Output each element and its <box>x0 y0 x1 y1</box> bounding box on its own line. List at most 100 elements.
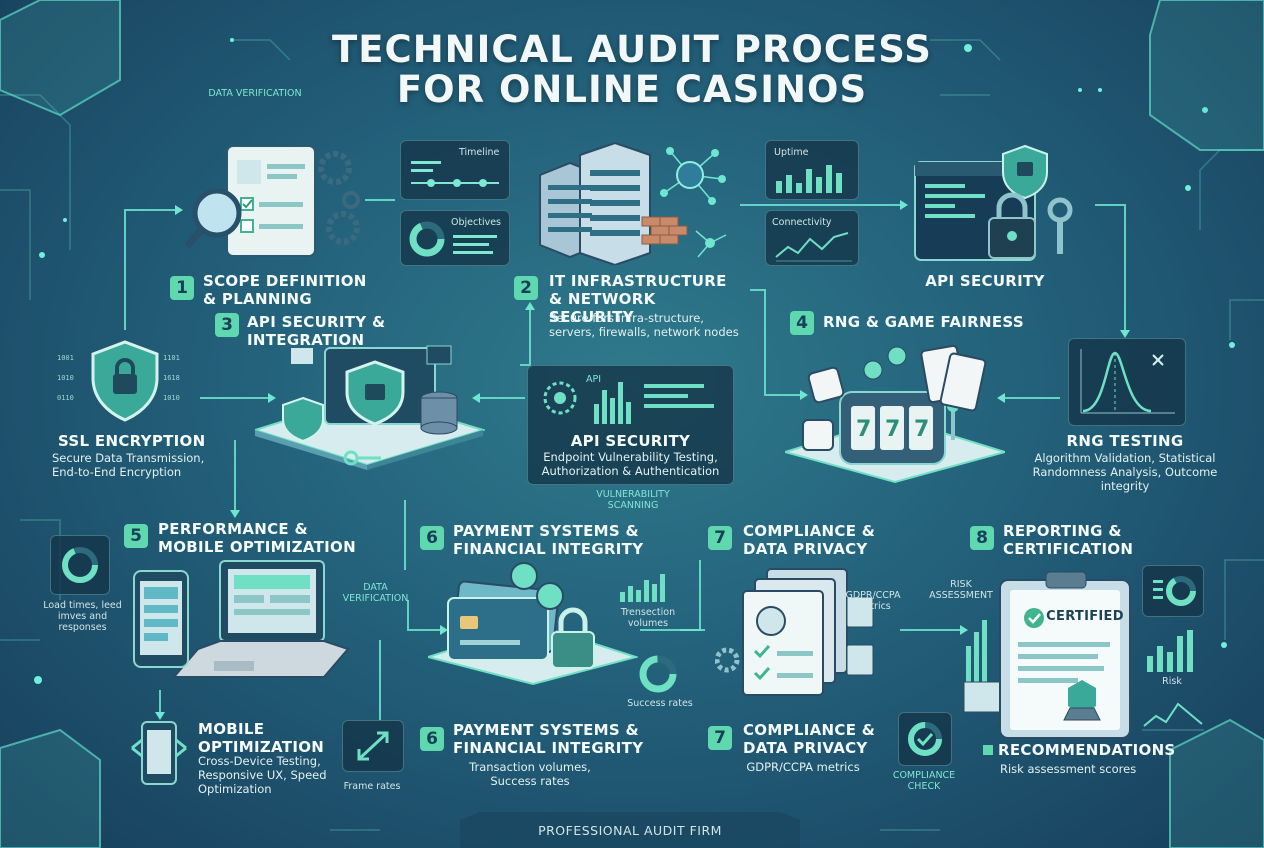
uptime-bars <box>776 165 842 193</box>
api-platform-icon <box>255 340 485 470</box>
success-rates-text: Success rates <box>627 698 693 709</box>
svg-text:1010: 1010 <box>163 394 180 402</box>
certificate-clipboard-icon <box>960 570 1140 740</box>
rng-testing-widget <box>1068 338 1186 426</box>
objectives-widget: Objectives <box>400 210 510 266</box>
api-security-panel: API API SECURITY Endpoint Vulnerability … <box>527 365 734 485</box>
rng-distribution-curve <box>1080 349 1175 414</box>
mobile-description: Cross-Device Testing, Responsive UX, Spe… <box>198 754 327 796</box>
rng-testing-description: Algorithm Validation, Statistical Random… <box>1032 451 1218 493</box>
mobile-resize-icon <box>130 718 188 788</box>
step-6-title: PAYMENT SYSTEMS & FINANCIAL INTEGRITY <box>453 522 644 558</box>
step-7-title: COMPLIANCE & DATA PRIVACY <box>743 522 876 558</box>
document-magnifier-icon <box>185 138 365 263</box>
payment-card-lock-icon <box>428 562 638 687</box>
report-donut-widget <box>1142 565 1204 617</box>
risk-assessment-text: RISK ASSESSMENT <box>929 579 993 601</box>
load-times-widget <box>50 535 110 595</box>
frame-rates-text: Frame rates <box>343 781 401 792</box>
risk-trend-line <box>1142 702 1204 731</box>
ssl-description: Secure Data Transmission, End-to-End Enc… <box>52 451 205 479</box>
ssl-shield-lock-icon: 1001 1010 0110 1101 1618 1010 <box>55 340 195 425</box>
compliance-check-text: COMPLIANCE CHECK <box>892 770 956 792</box>
svg-text:1101: 1101 <box>163 354 180 362</box>
api-security-chart <box>543 381 714 424</box>
rng-testing-title: RNG TESTING <box>1066 432 1184 450</box>
report-donut <box>1153 576 1196 606</box>
step-5-badge: 5 <box>124 524 148 548</box>
vulnerability-scanning-label: VULNERABILITY SCANNING <box>596 489 670 511</box>
data-verification-label-mid: DATA VERIFICATION <box>342 582 409 604</box>
step-1-badge: 1 <box>170 276 194 300</box>
compliance-documents-icon <box>715 565 880 700</box>
step-6-bottom-description: Transaction volumes, Success rates <box>469 760 591 788</box>
recommendations-title: RECOMMENDATIONS <box>998 741 1176 759</box>
title-line-1: TECHNICAL AUDIT PROCESS <box>332 28 932 71</box>
step-7-bottom-title: COMPLIANCE & DATA PRIVACY <box>743 721 876 757</box>
api-security-mid-description: Endpoint Vulnerability Testing, Authoriz… <box>541 450 720 478</box>
step-4-badge: 4 <box>790 311 814 335</box>
code-window-lock-icon <box>905 140 1080 265</box>
frame-rates-widget <box>342 720 404 772</box>
step-6-badge: 6 <box>420 526 444 550</box>
step-8-title: REPORTING & CERTIFICATION <box>1003 522 1134 558</box>
timeline-chart <box>411 161 499 187</box>
connectivity-line <box>775 232 852 262</box>
timeline-widget: Timeline <box>400 140 510 200</box>
step-6-bottom-badge: 6 <box>420 727 444 751</box>
compliance-check-widget <box>898 712 952 766</box>
objectives-donut <box>409 221 497 257</box>
svg-text:7: 7 <box>885 417 900 442</box>
transaction-volumes-text: Trensection volumes <box>620 607 676 629</box>
step-2-description: Secure fors infra-structure, servers, fi… <box>549 311 739 339</box>
connectivity-label: Connectivity <box>772 217 832 228</box>
laptop-phone-icon <box>128 557 358 697</box>
certified-text: CERTIFIED <box>1046 609 1124 624</box>
svg-text:7: 7 <box>856 417 871 442</box>
server-rack-icon <box>530 135 730 265</box>
api-security-top-title: API SECURITY <box>925 272 1045 290</box>
uptime-label: Uptime <box>774 147 809 158</box>
api-chart-label: API <box>586 374 602 385</box>
title-line-2: FOR ONLINE CASINOS <box>396 68 868 111</box>
connectivity-widget: Connectivity <box>765 210 859 266</box>
step-2-badge: 2 <box>514 276 538 300</box>
step-1-title: SCOPE DEFINITION & PLANNING <box>203 272 367 308</box>
expand-icon <box>357 731 389 761</box>
step-5-title: PERFORMANCE & MOBILE OPTIMIZATION <box>158 520 356 556</box>
mobile-title: MOBILE OPTIMIZATION <box>198 720 325 756</box>
footer-text: PROFESSIONAL AUDIT FIRM <box>538 823 722 838</box>
objectives-label: Objectives <box>451 217 501 228</box>
timeline-label: Timeline <box>459 147 500 158</box>
ssl-title: SSL ENCRYPTION <box>58 432 206 450</box>
transaction-volumes-bars <box>620 574 665 602</box>
gdpr-metrics-text: GDPR/CCPA metrics <box>845 590 901 612</box>
step-8-badge: 8 <box>970 526 994 550</box>
svg-text:1010: 1010 <box>57 374 74 382</box>
success-rates-donut <box>639 655 677 693</box>
svg-text:0110: 0110 <box>57 394 74 402</box>
step-7-badge: 7 <box>708 526 732 550</box>
data-verification-label-top: DATA VERIFICATION <box>208 88 302 99</box>
svg-text:7: 7 <box>914 417 929 442</box>
api-security-mid-title: API SECURITY <box>570 432 691 450</box>
step-4-title: RNG & GAME FAIRNESS <box>823 313 1024 331</box>
svg-text:1618: 1618 <box>163 374 180 382</box>
svg-text:1001: 1001 <box>57 354 74 362</box>
step-3-title: API SECURITY & INTEGRATION <box>247 313 386 349</box>
risk-bars-chart <box>1147 630 1193 672</box>
load-gauge-icon <box>62 547 98 583</box>
step-7-bottom-description: GDPR/CCPA metrics <box>746 760 860 774</box>
uptime-widget: Uptime <box>765 140 859 200</box>
step-6-bottom-title: PAYMENT SYSTEMS & FINANCIAL INTEGRITY <box>453 721 644 757</box>
load-times-text: Load times, leed imves and responses <box>43 600 122 633</box>
step-7-bottom-badge: 7 <box>708 726 732 750</box>
recommendations-bullet <box>983 745 993 755</box>
risk-text: Risk <box>1162 676 1182 687</box>
check-circle-icon <box>908 722 942 756</box>
step-3-badge: 3 <box>215 313 239 337</box>
recommendations-description: Risk assessment scores <box>1000 762 1137 776</box>
step-2-title: IT INFRASTRUCTURE & NETWORK SECURITY <box>549 272 727 326</box>
